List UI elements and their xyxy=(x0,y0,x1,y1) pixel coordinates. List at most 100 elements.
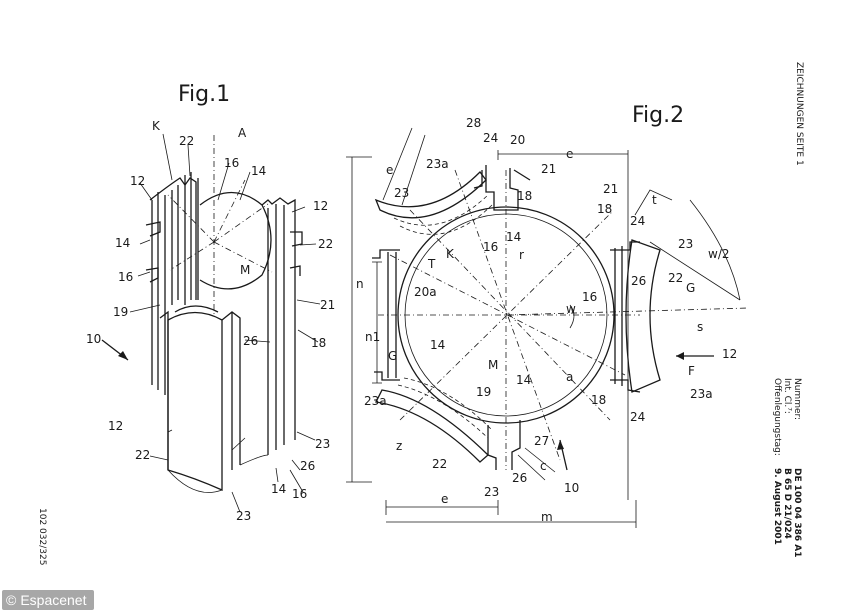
fig2-dim-e-bottom xyxy=(385,500,499,515)
fig2-label: 23a xyxy=(426,157,449,171)
fig1-base-line xyxy=(239,454,269,466)
fig1-center-ribs xyxy=(184,172,199,305)
fig2-label: 14 xyxy=(516,373,531,387)
fig2-label: 23 xyxy=(394,186,409,200)
fig2-label: G xyxy=(388,349,397,363)
fig2-label: n1 xyxy=(365,330,380,344)
fig2-label: 24 xyxy=(483,131,498,145)
fig2-label: c xyxy=(540,459,547,473)
fig1-drawing: Fig.1 K A 22 16 14 xyxy=(86,82,335,523)
fig1-label: 26 xyxy=(243,334,258,348)
fig1-label: 10 xyxy=(86,332,101,346)
fig1-label: 22 xyxy=(179,134,194,148)
fig2-label: 27 xyxy=(534,434,549,448)
fig2-label: w/2 xyxy=(708,247,730,261)
fig1-lower-rib xyxy=(221,311,241,470)
fig2-dim-m xyxy=(386,500,637,528)
fig1-label: 14 xyxy=(251,164,266,178)
fig2-label: n xyxy=(356,277,364,291)
fig2-label: 16 xyxy=(582,290,597,304)
fig2-angle-w xyxy=(569,304,575,329)
fig2-label: 12 xyxy=(722,347,737,361)
fig2-label: r xyxy=(519,248,524,262)
fig1-label: M xyxy=(240,263,250,277)
fig2-arm-top-ribs xyxy=(473,169,531,189)
fig1-label: 14 xyxy=(271,482,286,496)
fig2-arrow-12-head xyxy=(676,352,684,360)
fig2-label: 23 xyxy=(484,485,499,499)
fig2-label: w xyxy=(566,302,576,316)
fig1-label: 22 xyxy=(135,448,150,462)
fig2-label: 14 xyxy=(430,338,445,352)
fig2-title: Fig.2 xyxy=(632,103,684,128)
fig2-label: a xyxy=(566,370,573,384)
fig2-label: 20a xyxy=(414,285,437,299)
fig2-label: 23a xyxy=(364,394,387,408)
fig1-label: 12 xyxy=(313,199,328,213)
fig2-label: 22 xyxy=(668,271,683,285)
fig2-label: e xyxy=(441,492,448,506)
fig2-label: 21 xyxy=(603,182,618,196)
fig1-arrow-10-head xyxy=(118,351,128,360)
copyright-icon: © xyxy=(6,592,17,608)
fig2-label: M xyxy=(488,358,498,372)
fig2-label: 24 xyxy=(630,214,645,228)
fig1-label: 23 xyxy=(315,437,330,451)
fig2-label: 20 xyxy=(510,133,525,147)
fig2-dim-t xyxy=(634,189,673,216)
sidebar-field-value: DE 100 04 386 A1 xyxy=(792,468,802,557)
fig1-spoke xyxy=(213,179,246,243)
fig2-dim-n xyxy=(346,156,372,483)
fig1-title: Fig.1 xyxy=(178,82,230,107)
sidebar-field-label: Nummer: xyxy=(792,378,802,420)
fig1-left-profile-top xyxy=(149,177,197,300)
fig2-label: 18 xyxy=(591,393,606,407)
fig2-label: t xyxy=(652,193,657,207)
fig2-label: 21 xyxy=(541,162,556,176)
fig1-label: 16 xyxy=(224,156,239,170)
fig2-label: z xyxy=(396,439,402,453)
fig1-label: 16 xyxy=(292,487,307,501)
fig2-wing-right xyxy=(625,239,661,393)
fig1-leader-lines xyxy=(129,133,321,513)
fig2-dim-n1 xyxy=(372,261,382,384)
fig2-dim-e-top xyxy=(497,150,629,500)
fig1-label: 19 xyxy=(113,305,128,319)
fig2-label: 18 xyxy=(597,202,612,216)
fig1-label: 23 xyxy=(236,509,251,523)
fig1-label: 14 xyxy=(115,236,130,250)
fig1-label: 22 xyxy=(318,237,333,251)
fig1-label: A xyxy=(238,126,247,140)
fig2-arm-top xyxy=(485,165,519,211)
fig2-label: 22 xyxy=(432,457,447,471)
fig1-label: K xyxy=(152,119,161,133)
fig1-left-notches xyxy=(145,221,161,283)
sidebar-field-value: B 65 D 21/024 xyxy=(782,468,792,539)
fig1-label: 12 xyxy=(108,419,123,433)
fig2-dim-c xyxy=(517,447,556,481)
sidebar-field-label: Int. Cl.⁷: xyxy=(782,378,792,414)
fig1-right-notches xyxy=(289,231,303,276)
fig2-drawing: Fig.2 xyxy=(346,103,749,528)
fig1-spoke xyxy=(167,194,215,243)
fig2-label: G xyxy=(686,281,695,295)
fig2-label: 10 xyxy=(564,481,579,495)
fig2-label: K xyxy=(446,247,455,261)
fig2-label: 26 xyxy=(631,274,646,288)
sidebar-field-label: Offenlegungstag: xyxy=(772,378,782,456)
fig2-wing-bottom-left xyxy=(375,389,489,463)
espacenet-watermark: © Espacenet xyxy=(2,590,94,610)
fig1-spoke xyxy=(213,241,273,273)
fig1-lower-base xyxy=(167,469,223,493)
fig2-radius-s xyxy=(505,307,749,316)
fig2-label: 28 xyxy=(466,116,481,130)
sidebar-field-value: 9. August 2001 xyxy=(772,468,782,545)
margin-code: 102 032/325 xyxy=(37,508,47,565)
fig2-label: s xyxy=(697,320,703,334)
fig1-cylinder-lower xyxy=(167,311,223,492)
fig1-label: 26 xyxy=(300,459,315,473)
fig2-arm-bottom xyxy=(487,420,521,470)
fig1-label: 12 xyxy=(130,174,145,188)
fig2-label: T xyxy=(427,257,436,271)
